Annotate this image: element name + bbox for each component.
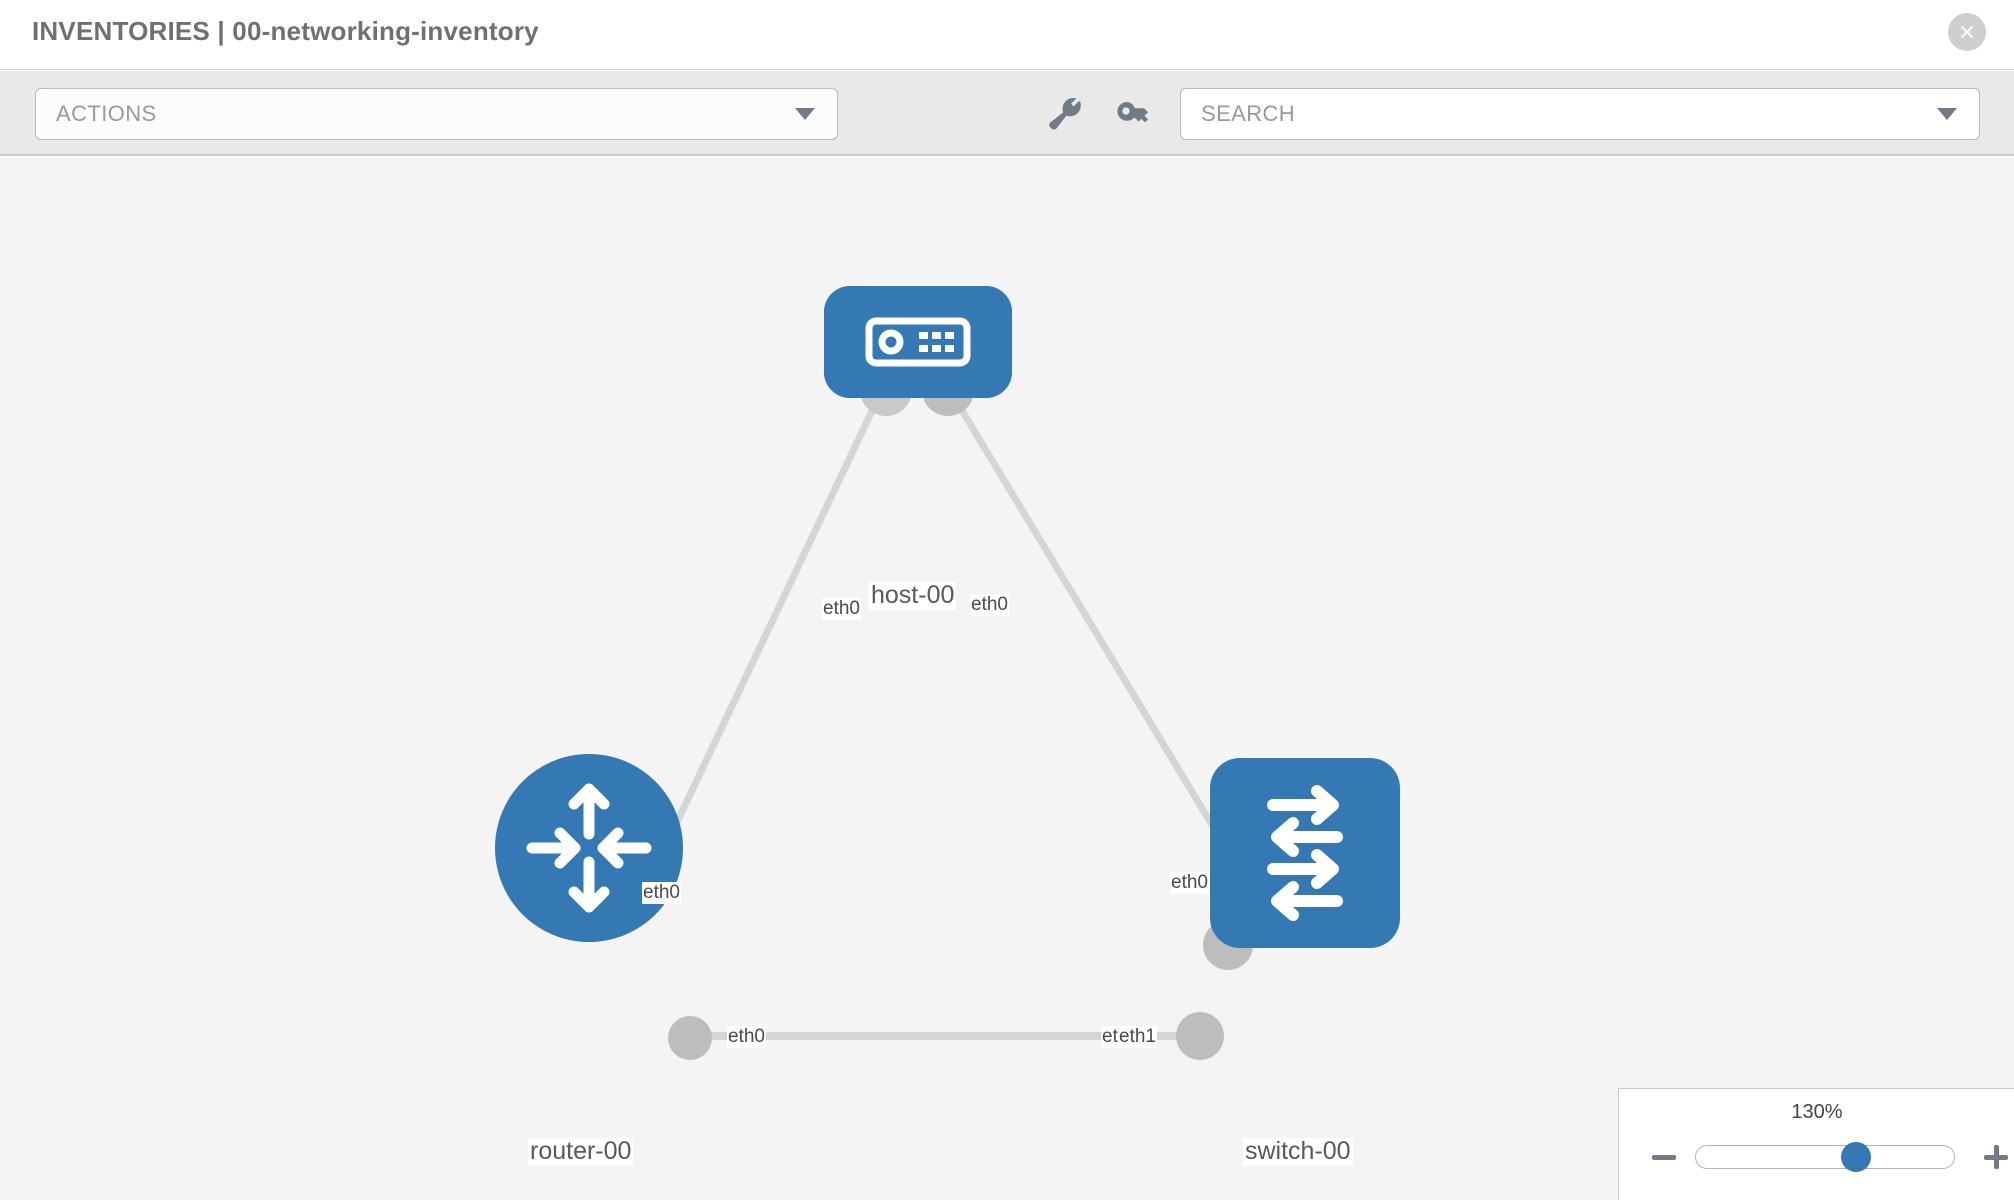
node-label-router-00: router-00: [528, 1137, 634, 1166]
key-icon[interactable]: [1114, 98, 1156, 132]
link-host-switch: [949, 392, 1235, 860]
node-router-00: [495, 754, 683, 942]
iface-label-host-eth0-left: eth0: [822, 598, 861, 620]
node-switch-00: [1210, 758, 1400, 948]
toolbar: ACTIONS SEARCH: [0, 71, 2014, 156]
close-icon[interactable]: [1948, 13, 1986, 51]
iface-label-switch-eth0-uplink: eth0: [1170, 872, 1209, 894]
iface-label-switch-eth1: eth1: [1118, 1026, 1157, 1048]
node-label-host-00: host-00: [869, 581, 957, 610]
zoom-level-label: 130%: [1791, 1101, 1843, 1123]
node-host-00: [824, 286, 1012, 398]
zoom-control: 130%: [1618, 1088, 2014, 1200]
switch-icon: [1267, 785, 1343, 921]
server-icon: [865, 317, 971, 367]
search-input[interactable]: SEARCH: [1180, 88, 1980, 140]
iface-label-host-eth0-right: eth0: [970, 594, 1009, 616]
link-host-router: [656, 392, 884, 860]
plus-icon[interactable]: [1977, 1138, 2014, 1176]
minus-icon[interactable]: [1645, 1138, 1683, 1176]
connector-router-eth0: [668, 1016, 712, 1060]
search-placeholder: SEARCH: [1201, 101, 1296, 126]
chevron-down-icon: [795, 108, 815, 120]
zoom-slider-handle[interactable]: [1840, 1142, 1871, 1172]
router-icon: [526, 783, 652, 913]
topology-connectors: [668, 286, 1253, 1060]
topology-links: [656, 392, 1235, 1040]
topology-graph: [495, 286, 1400, 1060]
wrench-icon[interactable]: [1046, 98, 1088, 132]
zoom-slider-track[interactable]: [1695, 1142, 1955, 1172]
topology-canvas[interactable]: host-00 router-00 switch-00 eth0 eth0 et…: [0, 158, 2014, 1200]
connector-switch-eth1: [1176, 1012, 1224, 1060]
actions-dropdown-label: ACTIONS: [56, 101, 157, 126]
chevron-down-icon[interactable]: [1937, 108, 1957, 120]
page-title: INVENTORIES | 00-networking-inventory: [32, 16, 539, 46]
node-label-switch-00: switch-00: [1243, 1137, 1353, 1166]
iface-label-router-eth0: eth0: [727, 1026, 766, 1048]
actions-dropdown[interactable]: ACTIONS: [35, 88, 838, 140]
page-header: INVENTORIES | 00-networking-inventory: [0, 0, 2014, 70]
iface-label-router-eth0-uplink: eth0: [642, 882, 681, 904]
